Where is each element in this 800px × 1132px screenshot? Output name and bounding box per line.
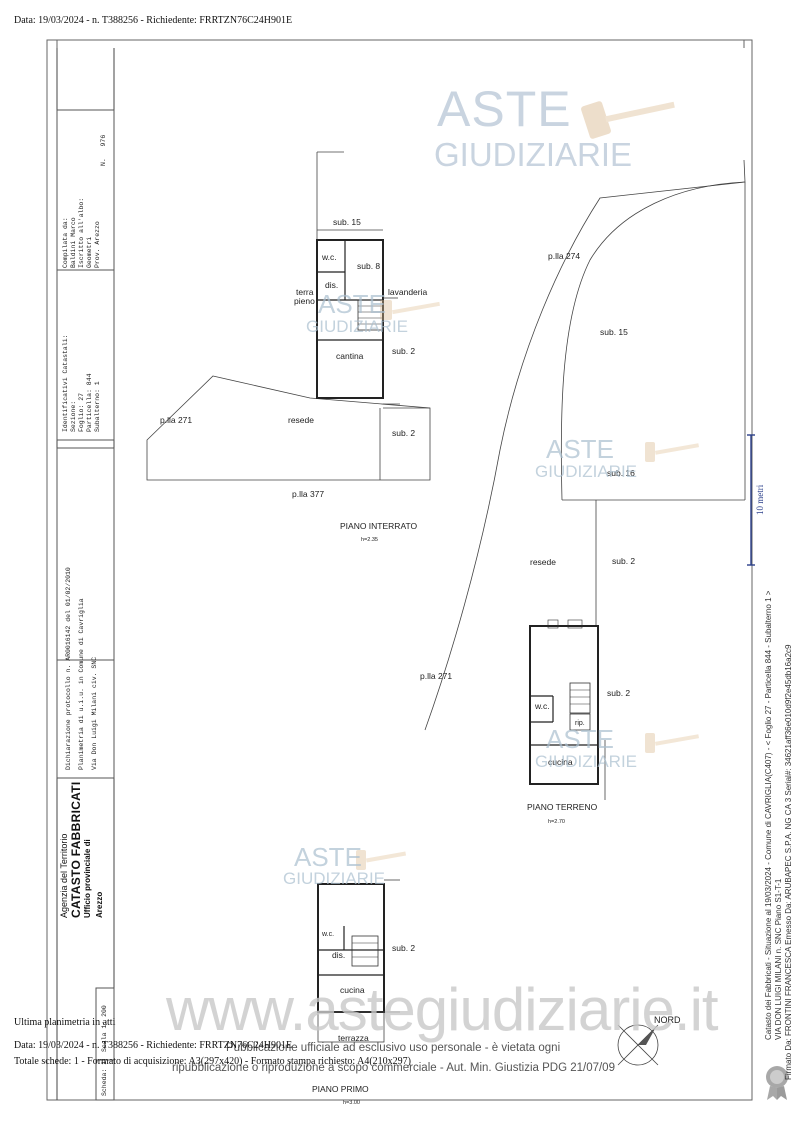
watermark-notice-1: Pubblicazione ufficiale ad esclusivo uso…	[226, 1042, 561, 1054]
cadastral-identifiers: Identificativi Catastali: Sezione: Fogli…	[62, 334, 101, 432]
compiled-by-block: Compilata da: Baldini Marco Iscritto all…	[62, 197, 101, 268]
watermark-aste-3: ASTE	[546, 434, 614, 464]
label-rip: rip.	[575, 720, 585, 727]
header-line: Data: 19/03/2024 - n. T388256 - Richiede…	[14, 15, 293, 26]
scale-bar-label: 10 metri	[755, 484, 765, 515]
label-plla274: p.lla 274	[548, 251, 581, 261]
declaration-block: Dichiarazione protocollo n. AR0016142 de…	[65, 567, 98, 770]
watermark-aste-top: ASTE	[437, 81, 572, 137]
label-wc2: w.c.	[535, 701, 550, 711]
watermark-giudiziarie-2: GIUDIZIARIE	[306, 317, 409, 336]
piano-primo-title: PIANO PRIMO	[312, 1084, 369, 1094]
label-sub8: sub. 8	[357, 261, 381, 271]
piano-terreno-height: h=2.70	[548, 819, 565, 825]
address-line: VIA DON LUIGI MILANI n. SNC Piano S1-T-1	[774, 878, 783, 1040]
sheet-number: N. 976	[100, 134, 107, 166]
label-sub2-e: sub. 2	[392, 943, 416, 953]
label-pieno: pieno	[294, 296, 315, 306]
label-plla377: p.lla 377	[292, 489, 325, 499]
label-lavanderia: lavanderia	[388, 287, 428, 297]
label-wc3: w.c.	[322, 931, 335, 938]
label-sub15-right: sub. 15	[600, 327, 628, 337]
label-sub2-d: sub. 2	[607, 688, 631, 698]
watermark-aste-4: ASTE	[546, 724, 614, 754]
signature-line: Firmato Da: FRONTINI FRANCESCA Emesso Da…	[784, 644, 793, 1080]
label-sub15-top: sub. 15	[333, 217, 361, 227]
agency-block: Agenzia del Territorio CATASTO FABBRICAT…	[59, 781, 104, 918]
cadastre-status-line: Catasto dei Fabbricati - Situazione al 1…	[764, 590, 773, 1040]
label-cantina: cantina	[336, 351, 364, 361]
piano-primo-height: h=3.00	[343, 1100, 360, 1106]
label-plla271-b: p.lla 271	[420, 671, 453, 681]
label-resede-b: resede	[530, 557, 556, 567]
gavel-icon	[581, 101, 675, 139]
piano-interrato-height: h=2.35	[361, 537, 378, 543]
watermark-giudiziarie-top: GIUDIZIARIE	[434, 136, 633, 173]
nord-label: NORD	[654, 1015, 681, 1025]
footer-line-1: Data: 19/03/2024 - n. T388256 - Richiede…	[14, 1040, 293, 1051]
label-sub2-c: sub. 2	[612, 556, 636, 566]
piano-interrato-title: PIANO INTERRATO	[340, 521, 418, 531]
label-plla271-a: p.lla 271	[160, 415, 193, 425]
watermark-notice-2: ripubblicazione o riproduzione a scopo c…	[172, 1062, 615, 1074]
label-terrazza: terrazza	[338, 1033, 369, 1043]
label-cucina2: cucina	[340, 985, 365, 995]
watermark-aste-5: ASTE	[294, 842, 362, 872]
footer-line-2: Totale schede: 1 - Formato di acquisizio…	[14, 1056, 411, 1067]
footer-last-plan: Ultima planimetria in atti	[14, 1017, 116, 1028]
piano-terreno-title: PIANO TERRENO	[527, 802, 598, 812]
watermark-giudiziarie-4: GIUDIZIARIE	[535, 752, 638, 771]
label-terra: terra	[296, 287, 314, 297]
watermark-aste-2: ASTE	[318, 289, 386, 319]
label-resede-a: resede	[288, 415, 314, 425]
watermark-site: www.astegiudiziarie.it	[166, 976, 719, 1043]
watermark-giudiziarie-3: GIUDIZIARIE	[535, 462, 638, 481]
label-dis1: dis.	[325, 280, 339, 290]
label-wc1: w.c.	[322, 252, 337, 262]
seal-icon	[766, 1066, 788, 1100]
label-sub16: sub. 16	[607, 468, 635, 478]
label-sub2-b: sub. 2	[392, 428, 416, 438]
label-dis2: dis.	[332, 950, 346, 960]
label-sub2-a: sub. 2	[392, 346, 416, 356]
label-cucina1: cucina	[548, 757, 573, 767]
watermark-giudiziarie-5: GIUDIZIARIE	[283, 869, 386, 888]
